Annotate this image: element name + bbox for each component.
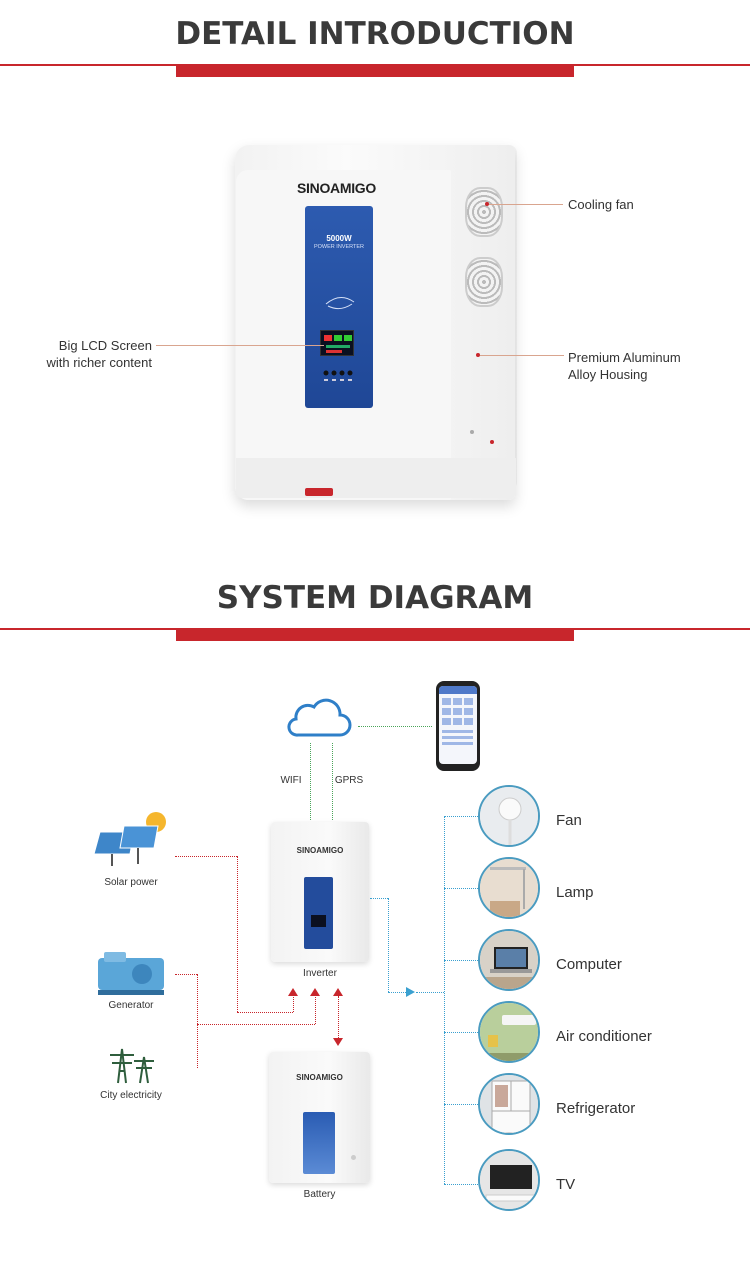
solar-link [175,856,237,857]
logo-swirl-icon [325,297,355,310]
generator-icon [98,952,164,995]
housing-leader-line [480,355,564,356]
cloud-icon [287,698,352,737]
battery-indicator [351,1155,356,1160]
arrow-right-icon [406,987,415,997]
inverter-device-panel [304,877,333,949]
battery-device-panel [303,1112,335,1174]
solar-label: Solar power [104,877,158,888]
arrow-up-icon [288,988,298,996]
lcd-callout-line2: with richer content [46,355,153,370]
cooling-fan-icon [465,257,503,307]
appliance-branch [444,1032,478,1033]
appliance-link [388,898,389,992]
power-tower-icon [110,1048,154,1084]
detail-section-title: DETAIL INTRODUCTION [175,16,575,52]
detail-divider-bar [176,65,574,77]
housing-marker [476,353,480,357]
inverter-brand-logo: SINOAMIGO [297,180,376,196]
inverter-panel-title: 5000W [326,234,352,243]
battery-link [338,996,339,1038]
inverter-control-buttons-icon [323,370,353,381]
fan-icon [478,785,540,847]
inverter-panel-subtitle: POWER INVERTER [313,244,364,250]
appliance-label: TV [556,1176,576,1193]
generator-label: Generator [108,1000,154,1011]
appliance-label: Refrigerator [556,1100,636,1117]
battery-device-brand: SINOAMIGO [296,1073,343,1082]
inverter-bottom [236,458,516,498]
gprs-label: GPRS [334,775,364,786]
lcd-callout-line1: Big LCD Screen [58,338,152,353]
lcd-leader-line [156,345,324,346]
wifi-label: WIFI [280,775,302,786]
appliance-branch [444,816,478,817]
system-divider-bar [176,629,574,641]
cooling-fan-callout: Cooling fan [568,197,634,212]
appliance-label: Air conditioner [556,1028,652,1045]
inverter-lcd-screen [320,330,354,356]
city-link [197,1024,198,1068]
air-conditioner-icon [478,1001,540,1063]
housing-callout-line2: Alloy Housing [568,367,648,382]
inverter-label: Inverter [303,968,337,979]
generator-link [197,974,198,1024]
arrow-up-icon [310,988,320,996]
inverter-device-brand: SINOAMIGO [296,846,344,855]
gprs-link [332,743,333,820]
appliance-label: Computer [556,956,622,973]
arrow-up-icon [333,988,343,996]
system-section-title: SYSTEM DIAGRAM [216,580,534,616]
housing-screw [470,430,474,434]
appliance-label: Lamp [556,884,594,901]
cooling-fan-marker [485,202,489,206]
inverter-blue-panel [305,206,373,408]
computer-icon [478,929,540,991]
appliance-link [416,992,444,993]
cooling-fan-icon [465,187,503,237]
smartphone-app-icon [436,681,480,771]
solar-link [293,995,294,1012]
solar-link [237,1012,293,1013]
cloud-phone-link [358,726,432,727]
generator-link [175,974,197,975]
generator-link [315,995,316,1024]
battery-label: Battery [303,1189,336,1200]
appliance-branch [444,1184,478,1185]
appliance-bus-line [444,816,445,1184]
wifi-link [310,743,311,820]
appliance-label: Fan [556,812,582,829]
solar-link [237,856,238,1012]
city-electricity-label: City electricity [100,1090,162,1101]
tv-icon [478,1149,540,1211]
housing-callout-line1: Premium Aluminum [568,350,681,365]
inverter-red-switch [305,488,333,496]
solar-panel-icon [93,812,166,866]
refrigerator-icon [478,1073,540,1135]
appliance-branch [444,1104,478,1105]
lamp-icon [478,857,540,919]
appliance-branch [444,888,478,889]
housing-screw [490,440,494,444]
appliance-link [388,992,406,993]
arrow-down-icon [333,1038,343,1046]
generator-link [197,1024,315,1025]
appliance-link [370,898,388,899]
appliance-branch [444,960,478,961]
cooling-fan-leader-line [487,204,563,205]
